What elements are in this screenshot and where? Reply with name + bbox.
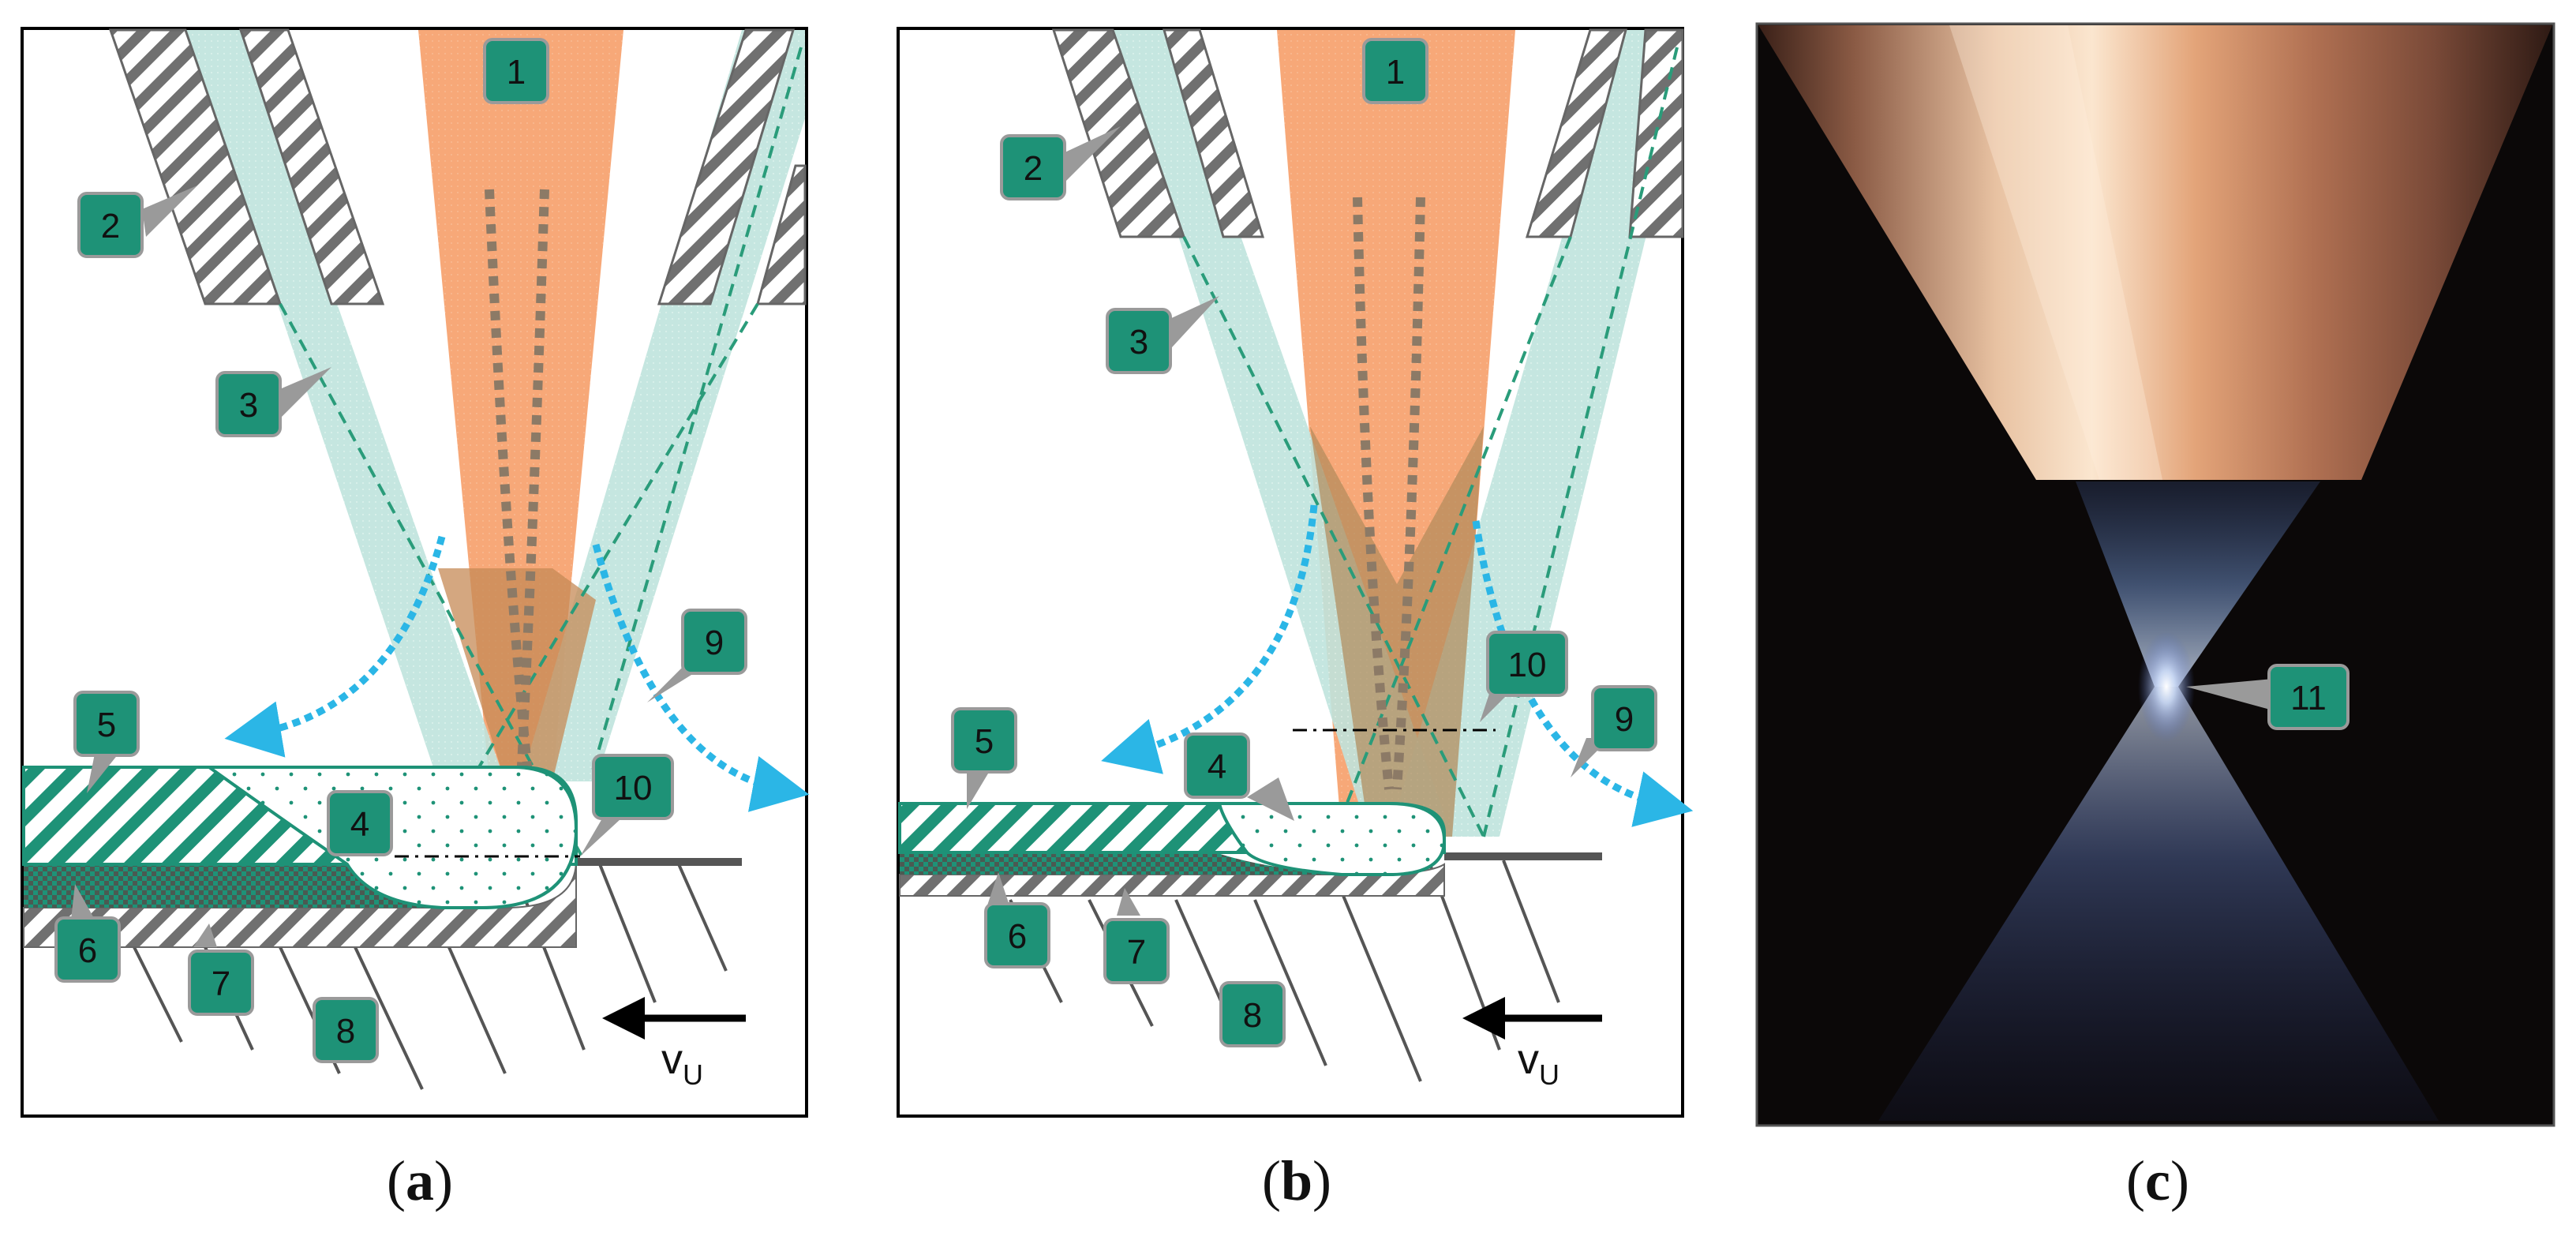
- svg-text:10: 10: [1508, 646, 1547, 684]
- label-1-b: 1: [1362, 38, 1428, 104]
- gas-flow-arrow-right: [1472, 520, 1694, 827]
- svg-text:2: 2: [1024, 149, 1043, 188]
- label-4-a: 4: [327, 790, 393, 856]
- panel-c: [1755, 22, 2555, 1127]
- gas-jet-boundaries: [279, 47, 803, 861]
- caption-c: (c): [2126, 1149, 2189, 1212]
- svg-text:8: 8: [1243, 996, 1262, 1035]
- label-7-b: 7: [1103, 888, 1170, 984]
- svg-text:9: 9: [1615, 700, 1634, 739]
- label-callouts: 1 2 3 4 5 6 7: [54, 38, 2349, 1063]
- svg-text:2: 2: [101, 207, 120, 245]
- svg-text:1: 1: [507, 53, 526, 92]
- powder-focus-glow: [2138, 631, 2195, 742]
- label-10-a: 10: [580, 754, 674, 856]
- label-3-a: 3: [215, 367, 331, 437]
- gas-flow-arrow-right: [592, 543, 810, 812]
- powder-cone-upper: [2076, 481, 2320, 687]
- velocity-symbol: vU: [661, 1036, 703, 1091]
- laser-caustic: [1353, 197, 1425, 790]
- gas-flow-arrow-left: [1101, 504, 1318, 774]
- svg-text:5: 5: [97, 706, 116, 744]
- label-1-a: 1: [483, 38, 549, 104]
- gas-flow-arrow-left: [224, 535, 446, 758]
- svg-text:11: 11: [2290, 679, 2327, 717]
- svg-text:4: 4: [1208, 747, 1226, 786]
- laser-caustic: [485, 189, 549, 782]
- label-9-b: 9: [1571, 685, 1657, 777]
- label-2-a: 2: [77, 185, 197, 258]
- label-11-c: 11: [2186, 664, 2349, 730]
- svg-text:1: 1: [1386, 53, 1405, 92]
- label-2-b: 2: [1000, 126, 1121, 200]
- caption-b: (b): [1262, 1149, 1331, 1212]
- nozzle-wall-right-inner: [657, 28, 796, 305]
- label-6-a: 6: [54, 884, 121, 983]
- svg-text:7: 7: [1127, 933, 1146, 972]
- svg-text:6: 6: [1008, 917, 1027, 956]
- nozzle-wall-left-inner: [1163, 28, 1265, 238]
- label-3-b: 3: [1106, 296, 1219, 374]
- svg-text:8: 8: [336, 1012, 355, 1051]
- label-4-b: 4: [1184, 732, 1294, 821]
- caption-a: (a): [387, 1149, 453, 1212]
- laser-beam: [418, 30, 623, 781]
- gas-jet-boundaries: [1182, 47, 1679, 837]
- svg-text:4: 4: [350, 805, 369, 844]
- nozzle-wall-right-outer: [756, 164, 807, 305]
- svg-text:3: 3: [239, 386, 258, 425]
- svg-text:10: 10: [614, 769, 653, 807]
- label-6-b: 6: [984, 872, 1050, 968]
- svg-text:3: 3: [1129, 323, 1148, 362]
- powder-cone-lower: [1878, 687, 2439, 1121]
- overlap-zone: [438, 568, 596, 781]
- nozzle-highlight: [1949, 25, 2162, 480]
- velocity-symbol: vU: [1518, 1036, 1559, 1091]
- label-10-b: 10: [1480, 631, 1568, 722]
- label-5-b: 5: [951, 707, 1017, 809]
- label-8-a: 8: [313, 997, 379, 1063]
- svg-text:7: 7: [212, 965, 230, 1003]
- label-5-a: 5: [73, 691, 140, 793]
- svg-text:6: 6: [78, 931, 97, 970]
- label-7-a: 7: [188, 923, 254, 1016]
- nozzle-body: [1758, 25, 2552, 480]
- overlap-zone: [1310, 426, 1484, 837]
- svg-text:9: 9: [705, 624, 724, 662]
- clad-layer-6: [24, 864, 442, 908]
- panel-a: vU: [21, 27, 810, 1118]
- panel-captions: (a) (b) (c): [387, 1149, 2189, 1212]
- clad-layer-6: [900, 852, 1342, 875]
- label-8-b: 8: [1219, 981, 1286, 1047]
- melt-pool-4: [1217, 802, 1447, 876]
- svg-text:5: 5: [975, 722, 994, 761]
- label-9-a: 9: [647, 609, 747, 702]
- nozzle-wall-left-inner: [238, 28, 385, 305]
